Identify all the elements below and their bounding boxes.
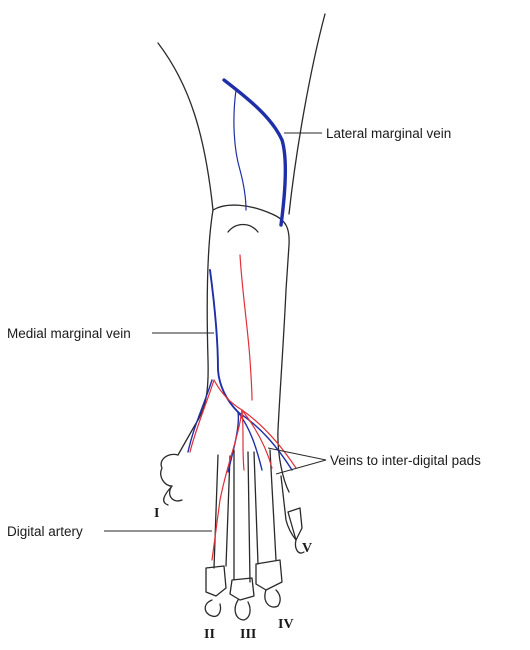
vein-to-digit-1 xyxy=(187,379,213,453)
elbow-fold xyxy=(227,223,259,233)
toe-4-pad xyxy=(255,559,283,591)
lateral-marginal-vein xyxy=(222,78,288,227)
medial-marginal-vein xyxy=(209,269,239,413)
toe-3-claw xyxy=(234,599,251,621)
digit-label-1: I xyxy=(154,506,159,521)
leader-interdigital-b xyxy=(275,459,327,475)
toe-4-claw xyxy=(264,589,281,608)
digit-label-3: III xyxy=(240,627,256,642)
label-lateral-marginal-vein: Lateral marginal vein xyxy=(326,126,451,141)
dewclaw-claw xyxy=(162,485,173,506)
upper-arm-outline-left xyxy=(157,42,214,211)
toe-2-outline xyxy=(213,454,231,569)
toe-5-pad xyxy=(287,507,303,541)
leader-lines xyxy=(104,132,327,532)
label-medial-marginal-vein: Medial marginal vein xyxy=(7,326,131,341)
arteries xyxy=(189,254,297,561)
artery-branch-main xyxy=(213,379,243,411)
label-veins-to-interdigital-pads: Veins to inter-digital pads xyxy=(330,453,481,468)
digital-artery-4 xyxy=(241,409,273,469)
forearm-medial-edge xyxy=(177,209,214,456)
digit-label-2: II xyxy=(204,627,215,642)
toe-5-claw xyxy=(294,539,305,554)
toe-3-pad xyxy=(229,577,255,601)
toe-2-claw xyxy=(204,599,222,618)
leader-interdigital-a xyxy=(267,447,327,461)
toe-3-outline xyxy=(233,449,251,583)
label-digital-artery: Digital artery xyxy=(7,524,83,539)
upper-arm-outline-right xyxy=(288,13,326,215)
forearm-outline xyxy=(212,204,290,493)
limb-outline xyxy=(157,13,326,621)
dewclaw-pad xyxy=(160,453,183,502)
digital-artery-5 xyxy=(241,409,297,469)
digit-label-4: IV xyxy=(278,617,294,632)
artery-to-digit-1 xyxy=(189,379,215,453)
interdigital-vein-c xyxy=(237,411,293,471)
veins xyxy=(187,78,293,473)
toe-2-pad xyxy=(205,565,227,597)
median-artery xyxy=(239,254,253,401)
toe-5-outline xyxy=(280,475,297,541)
digital-artery-2 xyxy=(211,409,243,561)
digital-artery-3 xyxy=(241,409,245,471)
digit-label-5: V xyxy=(302,541,312,556)
cephalic-branch-vein xyxy=(233,89,247,211)
toe-4-outline xyxy=(253,449,277,565)
